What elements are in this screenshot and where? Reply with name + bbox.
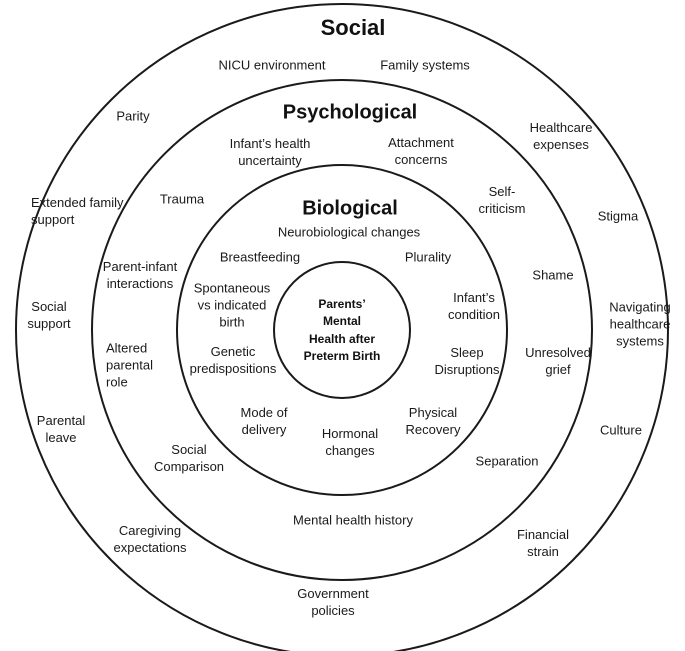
center-title: Parents’ Mental Health after Preterm Bir… [303, 297, 381, 364]
center-circle [273, 261, 411, 399]
factor-mode-of-delivery: Mode of delivery [240, 405, 288, 437]
factor-hormonal-changes: Hormonal changes [321, 426, 379, 458]
factor-altered-parental-role: Altered parental role [106, 340, 153, 390]
factor-parental-leave: Parental leave [36, 413, 86, 445]
factor-spontaneous-vs-indicated-birth: Spontaneous vs indicated birth [193, 280, 271, 330]
factor-family-systems: Family systems [380, 57, 470, 73]
factor-genetic-predispositions: Genetic predispositions [189, 344, 277, 376]
biological-heading: Biological [302, 197, 398, 220]
factor-sleep-disruptions: Sleep Disruptions [434, 345, 500, 377]
factor-mental-health-history: Mental health history [293, 512, 413, 528]
factor-navigating-healthcare-systems: Navigating healthcare systems [609, 299, 671, 349]
factor-parity: Parity [116, 108, 150, 124]
factor-attachment-concerns: Attachment concerns [388, 135, 454, 167]
factor-stigma: Stigma [597, 208, 639, 224]
factor-breastfeeding: Breastfeeding [219, 249, 301, 265]
factor-financial-strain: Financial strain [516, 527, 570, 559]
biological-ring [176, 164, 508, 496]
factor-nicu-environment: NICU environment [218, 57, 326, 73]
factor-self-criticism: Self- criticism [478, 184, 526, 216]
factor-parent-infant-interactions: Parent-infant interactions [102, 259, 178, 291]
psychological-ring [91, 79, 593, 581]
factor-social-comparison: Social Comparison [153, 442, 225, 474]
factor-government-policies: Government policies [297, 586, 369, 618]
factor-caregiving-expectations: Caregiving expectations [113, 523, 187, 555]
factor-physical-recovery: Physical Recovery [405, 405, 461, 437]
factor-trauma: Trauma [159, 191, 205, 207]
factor-social-support: Social support [27, 299, 71, 331]
factor-extended-family-support: Extended family support [31, 195, 124, 227]
factor-unresolved-grief: Unresolved grief [525, 345, 591, 377]
factor-shame: Shame [532, 267, 574, 283]
psychological-heading: Psychological [282, 101, 418, 124]
social-ring [15, 3, 669, 651]
factor-neurobiological-changes: Neurobiological changes [277, 224, 421, 240]
factor-healthcare-expenses: Healthcare expenses [529, 120, 593, 152]
factor-separation: Separation [475, 453, 539, 469]
factor-plurality: Plurality [404, 249, 452, 265]
factor-culture: Culture [600, 422, 642, 438]
social-heading: Social [320, 15, 386, 40]
factor-infant-health-uncertainty: Infant’s health uncertainty [229, 136, 311, 168]
factor-infant-condition: Infant’s condition [447, 290, 501, 322]
